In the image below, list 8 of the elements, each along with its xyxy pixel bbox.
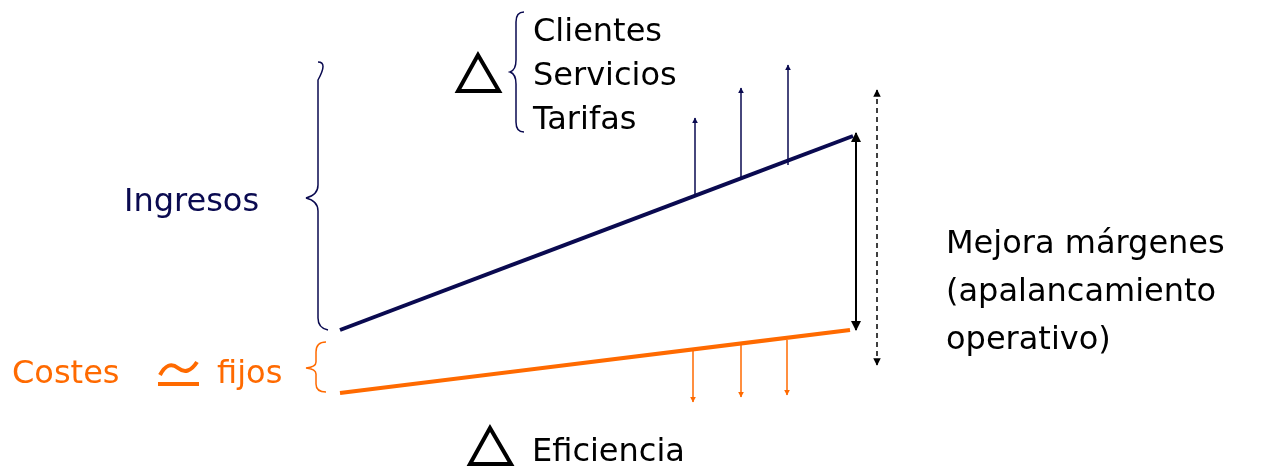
label-text: Clientes <box>533 10 662 51</box>
label-text: Servicios <box>533 54 677 95</box>
label-text: Mejora márgenes (apalancamiento operativo) <box>946 222 1226 359</box>
label-text: Ingresos <box>124 180 260 221</box>
label-text: Costes <box>12 352 120 393</box>
label-text: fijos <box>217 352 283 393</box>
label-text: Eficiencia <box>532 430 685 470</box>
label-text: Tarifas <box>533 98 637 139</box>
